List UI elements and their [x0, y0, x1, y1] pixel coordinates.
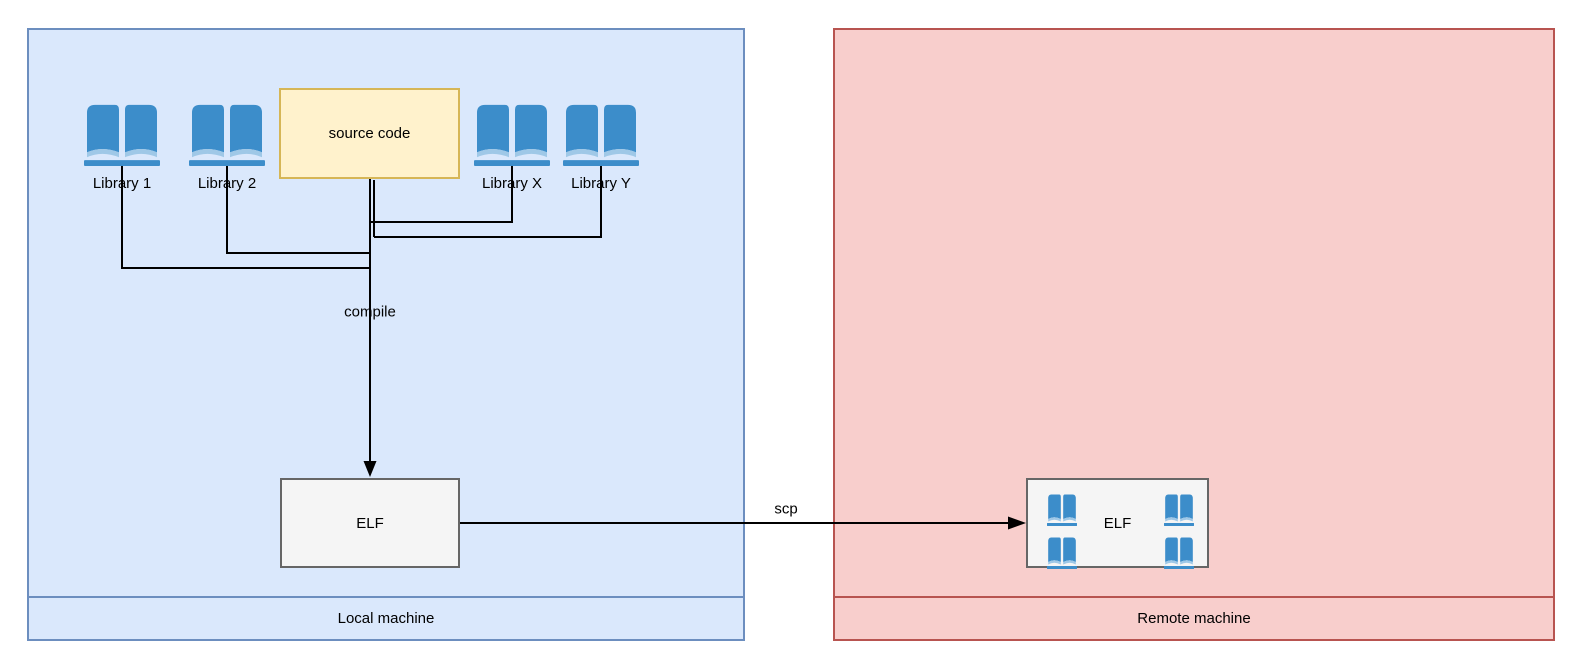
source-code-box: source code — [279, 88, 460, 179]
elf-box-local: ELF — [280, 478, 460, 568]
elf-box-remote: ELF — [1026, 478, 1209, 568]
elf-local-label: ELF — [356, 514, 384, 532]
library-label: Library 2 — [197, 175, 257, 192]
elf-remote-label: ELF — [1103, 514, 1132, 532]
library-group-2: Library 2 — [189, 102, 265, 193]
library-group-1: Library 1 — [84, 102, 160, 193]
library-label: Library Y — [571, 175, 631, 192]
compile-edge-label: compile — [344, 303, 396, 321]
remote-machine-label: Remote machine — [1137, 610, 1251, 627]
library-books-icon — [474, 102, 550, 166]
library-group-x: Library X — [474, 102, 550, 193]
library-books-icon — [189, 102, 265, 166]
scp-edge-label: scp — [774, 500, 798, 518]
local-machine-label: Local machine — [337, 610, 435, 627]
book-icon — [1164, 493, 1194, 526]
library-books-icon — [563, 102, 639, 166]
library-label: Library X — [481, 175, 543, 192]
library-label: Library 1 — [92, 175, 152, 192]
local-machine-titlebar: Local machine — [29, 596, 743, 639]
book-icon — [1047, 536, 1077, 569]
source-code-label: source code — [328, 125, 411, 142]
book-icon — [1164, 536, 1194, 569]
book-icon — [1047, 493, 1077, 526]
remote-machine-titlebar: Remote machine — [835, 596, 1553, 639]
library-books-icon — [84, 102, 160, 166]
library-group-y: Library Y — [563, 102, 639, 193]
